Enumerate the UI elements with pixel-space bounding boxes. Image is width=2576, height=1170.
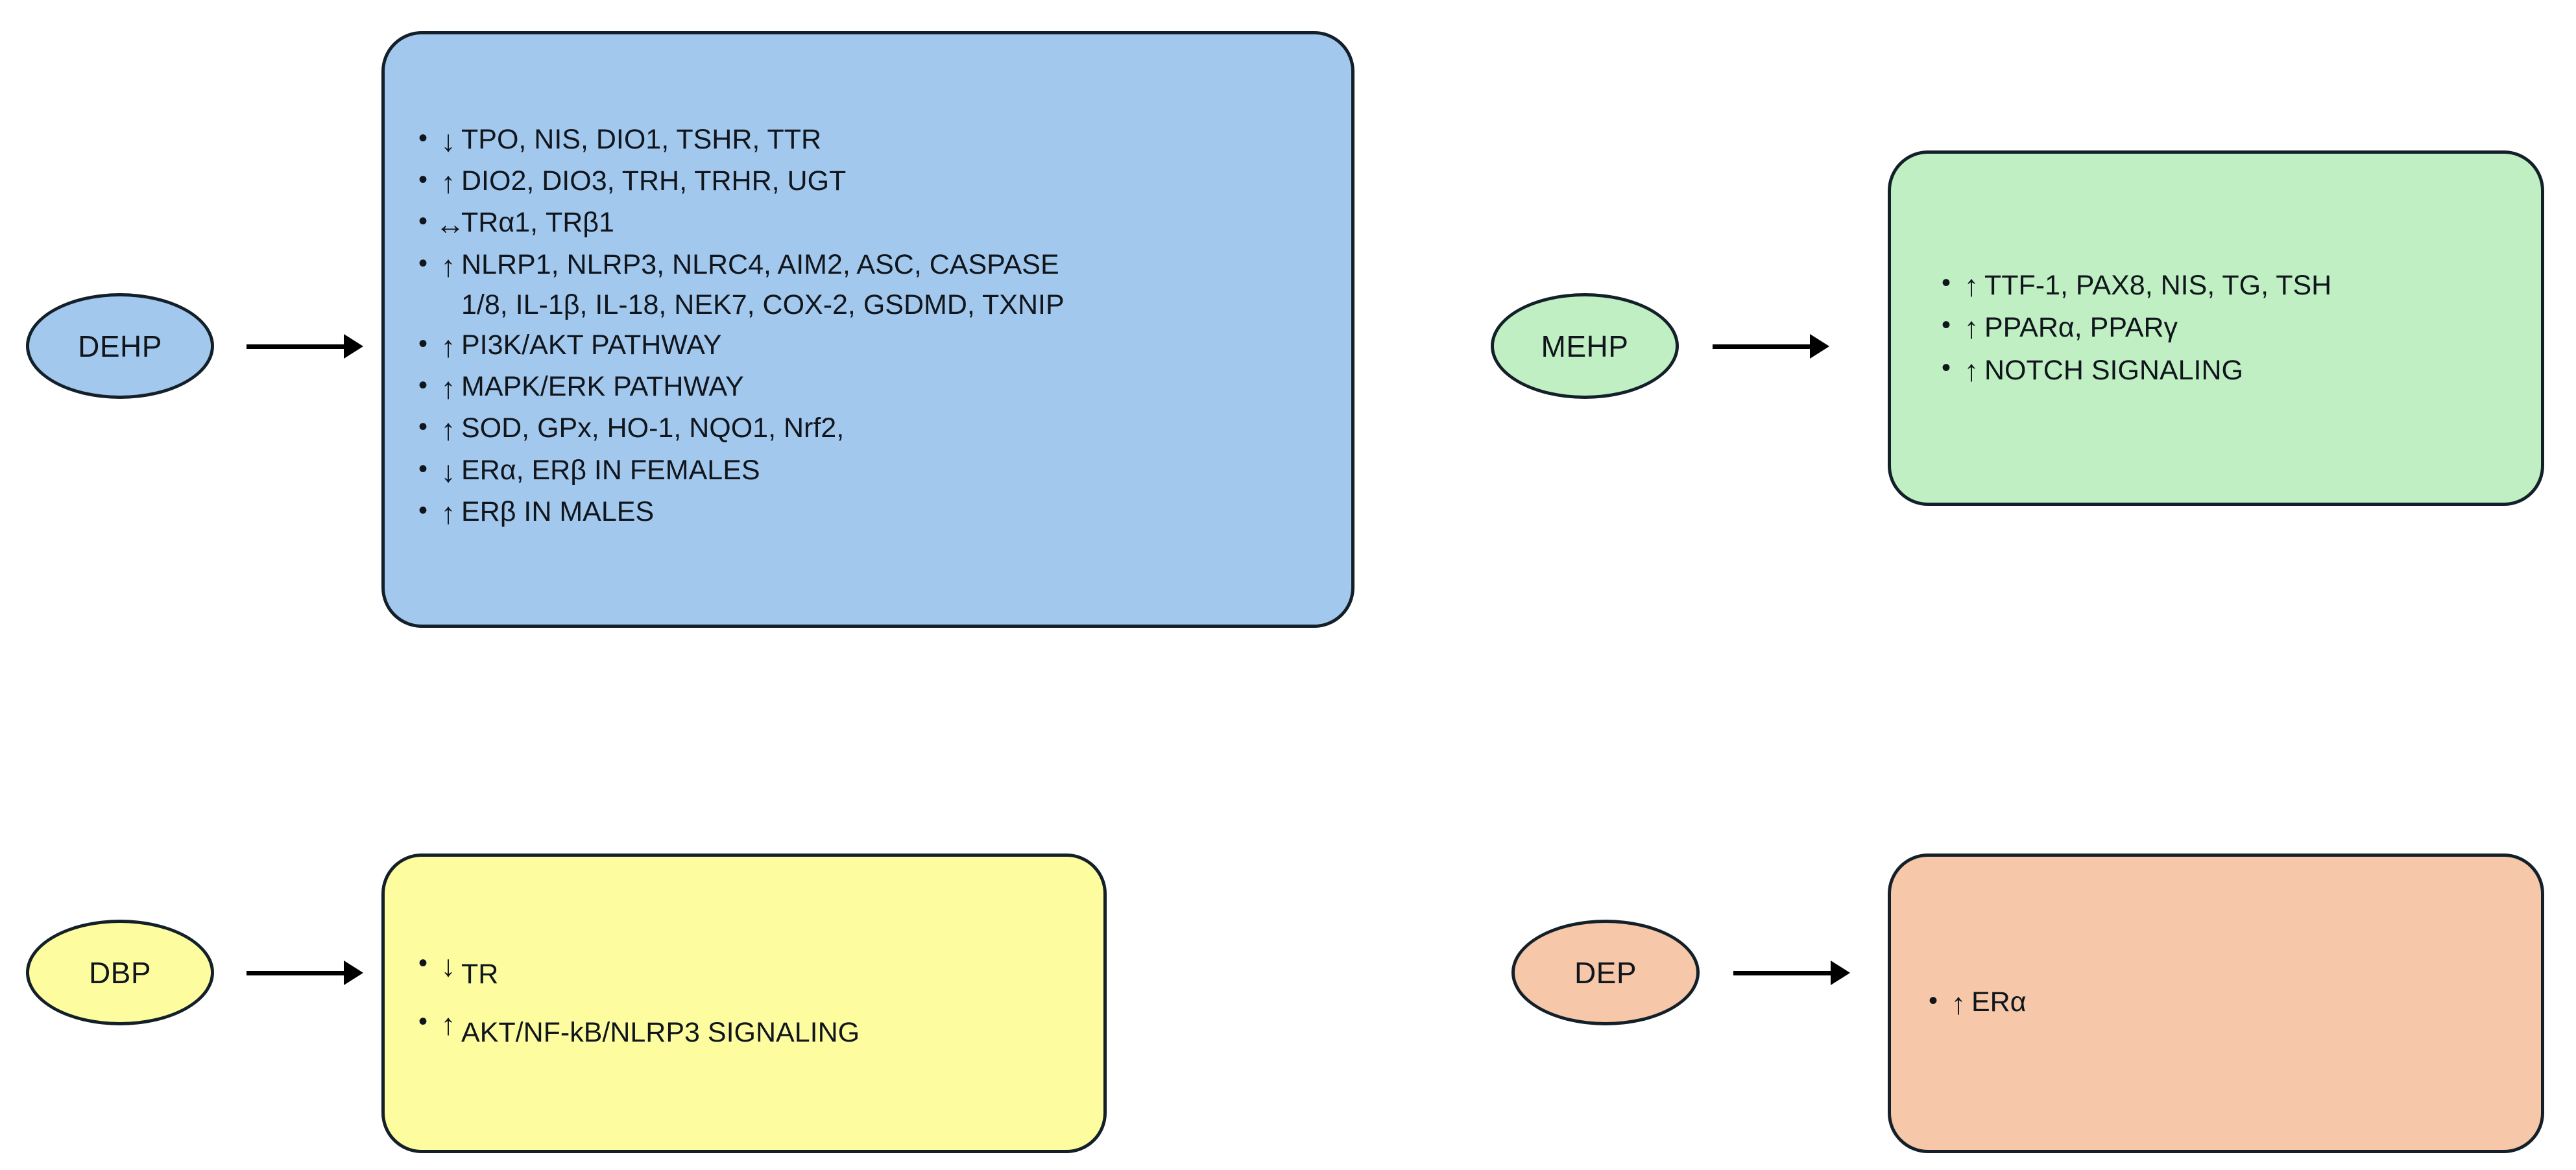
arrow-head-icon (344, 961, 363, 985)
arrow-mehp-to-panel (1713, 333, 1829, 359)
up-arrow-icon: ↑ (1964, 353, 1979, 387)
arrow-shaft (1733, 970, 1831, 975)
panel-dep-list: • ↑ ERα (1929, 983, 2515, 1024)
panel-mehp-list: • ↑ TTF-1, PAX8, NIS, TG, TSH • ↑ PPARα,… (1942, 265, 2515, 392)
down-arrow-icon: ↓ (440, 454, 456, 488)
down-arrow-icon: ↓ (440, 948, 456, 983)
up-arrow-icon: ↑ (440, 1007, 456, 1041)
bullet-icon: • (418, 454, 428, 483)
arrow-dep-to-panel (1733, 960, 1850, 986)
bullet-icon: • (418, 165, 428, 194)
arrow-shaft (1713, 344, 1811, 349)
list-item-text: PI3K/AKT PATHWAY (461, 329, 722, 361)
bullet-icon: • (418, 496, 428, 525)
list-item-text: SOD, GPx, HO-1, NQO1, Nrf2, (461, 412, 845, 444)
list-item-text: PPARα, PPARγ (1984, 312, 2178, 344)
up-arrow-icon: ↑ (1964, 268, 1979, 302)
bullet-icon: • (418, 948, 428, 977)
up-arrow-icon: ↑ (1951, 986, 1966, 1020)
up-arrow-icon: ↑ (440, 329, 456, 363)
list-item-text: ERα, ERβ IN FEMALES (461, 454, 760, 486)
node-dehp-label: DEHP (78, 329, 162, 363)
list-item-text: TTF-1, PAX8, NIS, TG, TSH (1984, 269, 2332, 301)
list-item: • ↔ TRα1, TRβ1 (418, 203, 1319, 245)
list-item: • ↑ DIO2, DIO3, TRH, TRHR, UGT (418, 161, 1319, 203)
list-item: • ↓ ERα, ERβ IN FEMALES (418, 451, 1319, 492)
bullet-icon: • (418, 248, 428, 278)
list-item-text: AKT/NF-kB/NLRP3 SIGNALING (461, 1017, 860, 1048)
list-item-text: TPO, NIS, DIO1, TSHR, TTR (461, 123, 822, 155)
list-item: • ↓ TPO, NIS, DIO1, TSHR, TTR (418, 120, 1319, 161)
node-dbp[interactable]: DBP (26, 920, 214, 1025)
node-mehp[interactable]: MEHP (1491, 293, 1679, 399)
list-item-text: NOTCH SIGNALING (1984, 354, 2243, 386)
panel-mehp: • ↑ TTF-1, PAX8, NIS, TG, TSH • ↑ PPARα,… (1888, 150, 2544, 506)
bullet-icon: • (418, 1007, 428, 1036)
list-item-text: MAPK/ERK PATHWAY (461, 370, 744, 402)
list-item-text: ERβ IN MALES (461, 496, 655, 528)
list-item: • ↑ NOTCH SIGNALING (1942, 350, 2515, 392)
list-item-text: TRα1, TRβ1 (461, 207, 614, 239)
bullet-icon: • (1942, 268, 1951, 297)
list-item: • ↑ TTF-1, PAX8, NIS, TG, TSH (1942, 265, 2515, 307)
up-arrow-icon: ↑ (440, 248, 456, 283)
panel-dbp: • ↓ TR • ↑ AKT/NF-kB/NLRP3 SIGNALING (381, 854, 1107, 1153)
list-item: • ↑ AKT/NF-kB/NLRP3 SIGNALING (418, 1003, 1077, 1062)
panel-dep: • ↑ ERα (1888, 854, 2544, 1153)
list-item: • ↑ PPARα, PPARγ (1942, 307, 2515, 349)
node-dep-label: DEP (1574, 955, 1637, 990)
list-item: • ↑ MAPK/ERK PATHWAY (418, 367, 1319, 409)
node-dep[interactable]: DEP (1511, 920, 1700, 1025)
node-dehp[interactable]: DEHP (26, 293, 214, 399)
bullet-icon: • (418, 370, 428, 400)
node-mehp-label: MEHP (1541, 329, 1629, 363)
list-item-text: DIO2, DIO3, TRH, TRHR, UGT (461, 165, 847, 197)
list-item-text: ERα (1971, 986, 2027, 1018)
bullet-icon: • (1942, 311, 1951, 340)
bidirectional-arrow-icon: ↔ (435, 207, 465, 241)
up-arrow-icon: ↑ (440, 370, 456, 405)
bullet-icon: • (418, 329, 428, 358)
bullet-icon: • (1942, 353, 1951, 382)
panel-dehp-list: • ↓ TPO, NIS, DIO1, TSHR, TTR • ↑ DIO2, … (418, 120, 1319, 534)
arrow-head-icon (1810, 334, 1829, 359)
panel-dbp-list: • ↓ TR • ↑ AKT/NF-kB/NLRP3 SIGNALING (418, 945, 1077, 1062)
arrow-shaft (247, 970, 344, 975)
node-dbp-label: DBP (88, 955, 152, 990)
arrow-dehp-to-panel (247, 333, 363, 359)
arrow-head-icon (344, 334, 363, 359)
down-arrow-icon: ↓ (440, 123, 456, 158)
arrow-dbp-to-panel (247, 960, 363, 986)
bullet-icon: • (418, 123, 428, 152)
list-item: • ↑ ERβ IN MALES (418, 492, 1319, 534)
bullet-icon: • (418, 412, 428, 442)
arrow-head-icon (1831, 961, 1850, 985)
bullet-icon: • (418, 207, 428, 236)
up-arrow-icon: ↑ (440, 412, 456, 447)
up-arrow-icon: ↑ (440, 496, 456, 531)
list-item: • ↑ NLRP1, NLRP3, NLRC4, AIM2, ASC, CASP… (418, 245, 1319, 326)
list-item: • ↑ ERα (1929, 983, 2515, 1024)
up-arrow-icon: ↑ (1964, 311, 1979, 345)
list-item-text: TR (461, 958, 499, 990)
list-item-text: NLRP1, NLRP3, NLRC4, AIM2, ASC, CASPASE … (461, 248, 1065, 320)
bullet-icon: • (1929, 986, 1938, 1015)
list-item: • ↓ TR (418, 945, 1077, 1003)
list-item: • ↑ PI3K/AKT PATHWAY (418, 326, 1319, 367)
panel-dehp: • ↓ TPO, NIS, DIO1, TSHR, TTR • ↑ DIO2, … (381, 31, 1354, 628)
list-item: • ↑ SOD, GPx, HO-1, NQO1, Nrf2, (418, 409, 1319, 450)
arrow-shaft (247, 344, 344, 349)
up-arrow-icon: ↑ (440, 165, 456, 199)
